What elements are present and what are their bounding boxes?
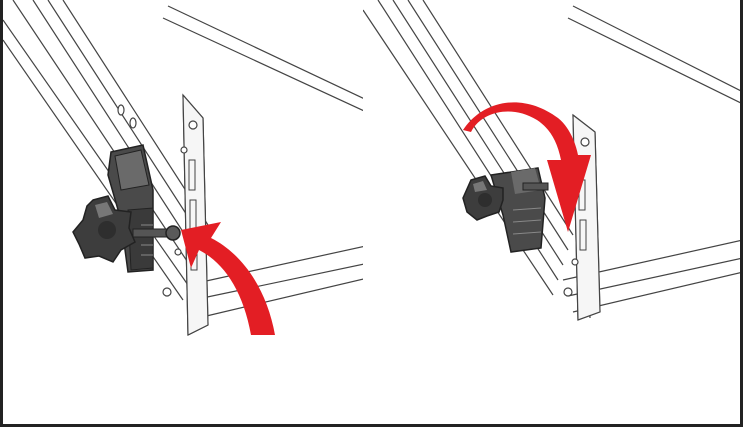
step-1-illustration <box>3 0 363 336</box>
clamp-bracket <box>107 144 154 273</box>
step-2-illustration <box>363 0 740 321</box>
rotate-clockwise-arrow-icon <box>463 102 591 233</box>
step-1-panel <box>3 0 363 424</box>
star-knob-icon <box>72 195 136 263</box>
clamp-bracket-locked <box>490 167 549 253</box>
step-2-panel <box>363 0 740 424</box>
star-knob-icon <box>462 175 504 221</box>
rotate-up-arrow-icon <box>181 222 275 335</box>
mounting-hole <box>117 104 125 116</box>
rail-line <box>3 39 184 301</box>
